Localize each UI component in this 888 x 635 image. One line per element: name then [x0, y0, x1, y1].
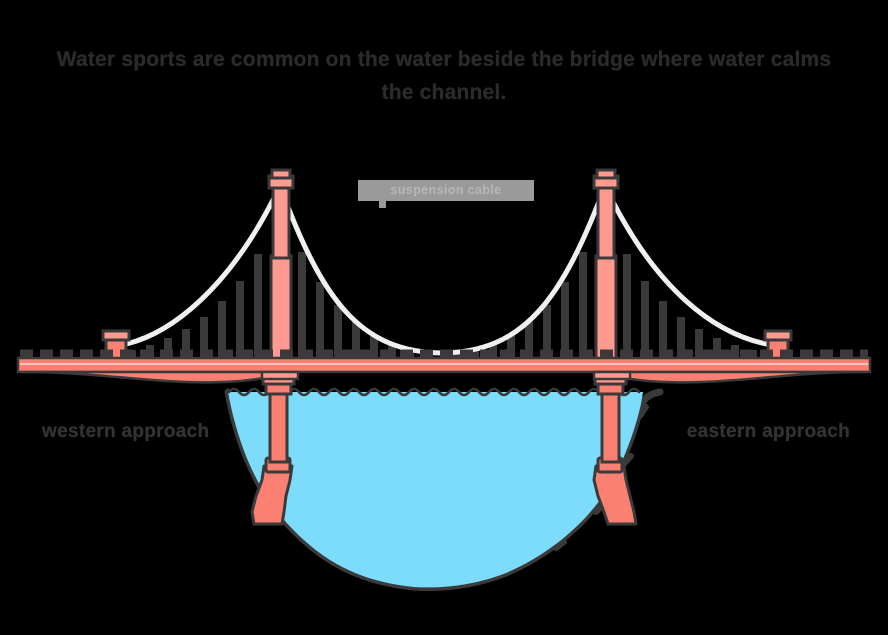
deck-plinth-left [260, 370, 300, 381]
pier-shaft-right [600, 388, 621, 464]
anchor-pier-left-cap [101, 329, 131, 342]
pier-footing-left [250, 464, 294, 526]
pier-shaft-left [268, 388, 289, 464]
deck-apron-left [20, 370, 294, 384]
tower-right-finial [595, 168, 617, 180]
tower-right-upper [596, 184, 616, 260]
label-eastern-approach: eastern approach [686, 421, 850, 442]
callout-suspension-cable: suspension cable [358, 180, 534, 201]
callout-pointer [379, 201, 386, 208]
deck-plinth-right [592, 370, 632, 381]
water-fill [228, 392, 643, 588]
page-title: Water sports are common on the water bes… [44, 44, 844, 109]
cable-backstay-right [602, 183, 781, 349]
deck-plinths [260, 370, 632, 381]
water-body [227, 387, 643, 588]
tower-left-lower [269, 254, 293, 364]
water-surface-waves [227, 387, 641, 397]
page-title-line2: the channel. [381, 80, 507, 104]
deck-apron-right [594, 370, 868, 384]
suspender-cables [128, 252, 757, 358]
underwater-piers [250, 372, 638, 526]
bridge-deck [16, 356, 872, 384]
label-western-approach: western approach [42, 421, 210, 442]
anchor-pier-right-cap [763, 329, 793, 342]
tower-right-lower [594, 254, 618, 364]
bridge-towers [267, 168, 620, 364]
cable-backstay-left [113, 183, 283, 349]
pier-footing-right [592, 464, 638, 526]
tower-left-upper [271, 184, 291, 260]
page-title-line1: Water sports are common on the water bes… [56, 48, 832, 71]
tower-left-finial [270, 168, 292, 180]
cable-main-span [277, 183, 608, 356]
